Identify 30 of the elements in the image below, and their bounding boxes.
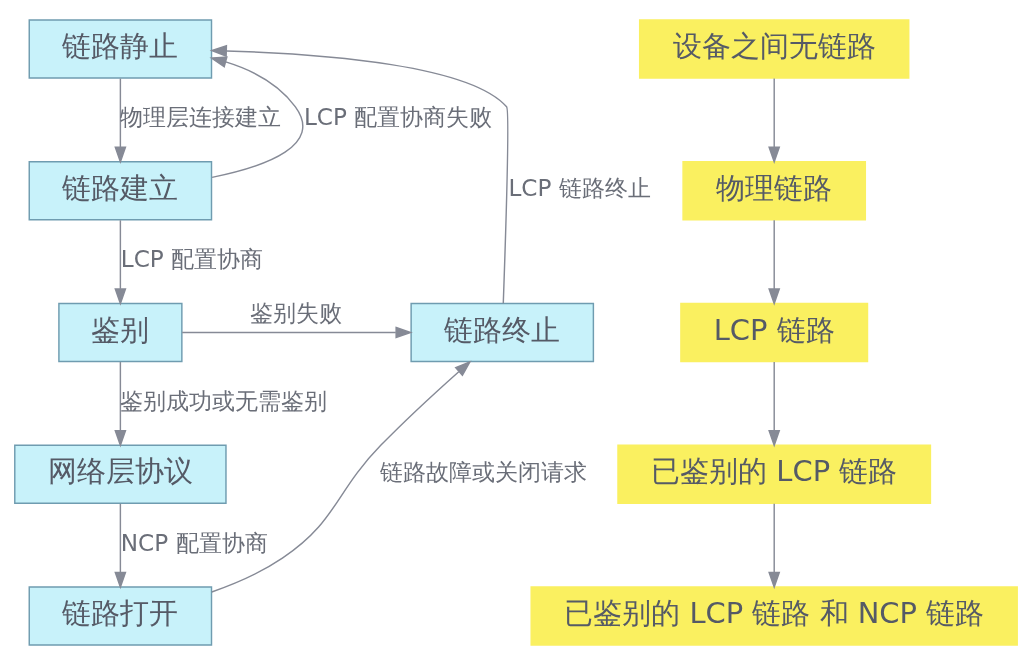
node-box: 已鉴别的 LCP 链路 — [616, 444, 931, 504]
arrow — [767, 361, 780, 448]
node-box: 链路终止 — [409, 302, 594, 363]
arrow — [180, 326, 413, 339]
node-box: 已鉴别的 LCP 链路 和 NCP 链路 — [529, 586, 1018, 646]
arrow — [113, 219, 126, 306]
node-box: 链路打开 — [28, 586, 212, 646]
node-box: LCP 链路 — [679, 302, 868, 363]
node-box: 链路静止 — [28, 19, 212, 79]
arrow — [208, 56, 303, 179]
edge-label: LCP 链路终止 — [507, 175, 651, 202]
node-box: 设备之间无链路 — [638, 19, 909, 79]
edge-label: LCP 配置协商 — [120, 246, 263, 273]
edge-label: NCP 配置协商 — [120, 529, 268, 556]
edge-label: LCP 配置协商失败 — [303, 104, 492, 131]
arrow — [767, 503, 780, 590]
arrow — [113, 503, 126, 590]
arrow — [767, 219, 780, 306]
arrow — [767, 77, 780, 164]
node-box: 链路建立 — [28, 161, 212, 221]
edge-label: 鉴别失败 — [249, 299, 342, 326]
arrow — [209, 44, 508, 304]
arrow — [113, 361, 126, 448]
edge-label: 鉴别成功或无需鉴别 — [119, 387, 327, 414]
arrow — [210, 360, 471, 593]
edge-label: 链路故障或关闭请求 — [379, 458, 587, 485]
node-box: 物理链路 — [681, 161, 866, 221]
arrow — [113, 77, 126, 164]
node-box: 网络层协议 — [13, 444, 227, 504]
node-box: 鉴别 — [57, 302, 183, 363]
